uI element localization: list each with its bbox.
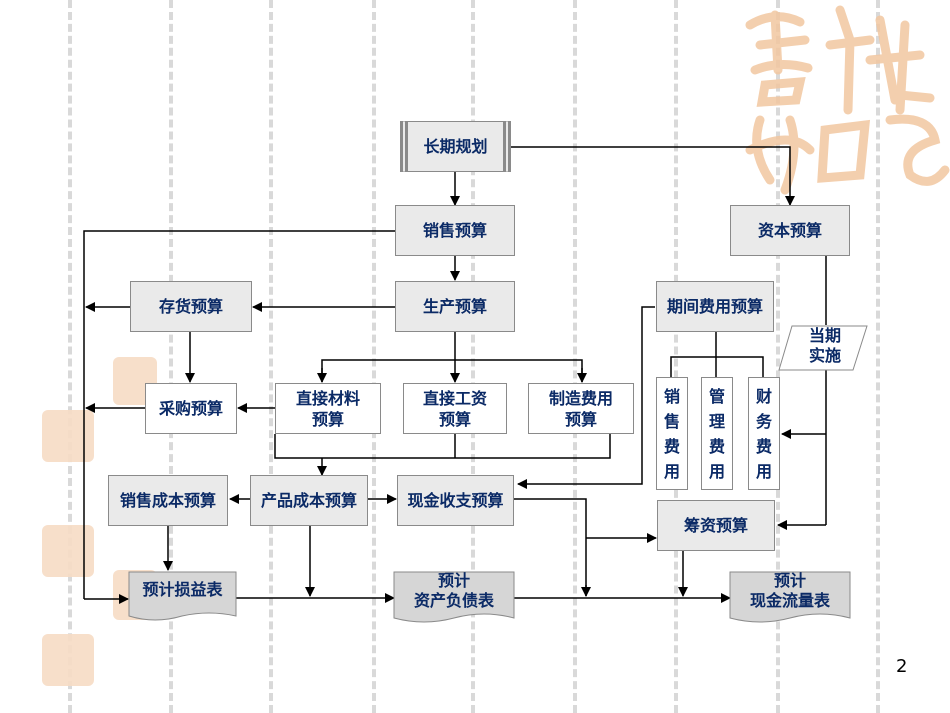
capital-budget-label: 资本预算	[757, 221, 822, 240]
financial-expense-char2: 务	[755, 412, 772, 431]
purchase-budget-label: 采购预算	[158, 399, 223, 418]
projected-balance-sheet-line1: 预计	[437, 571, 470, 590]
period-expense-budget-node: 期间费用预算	[656, 281, 774, 332]
current-period-implementation-label: 当期 实施	[785, 326, 865, 366]
admin-expense-char2: 理	[708, 412, 725, 431]
cost-of-sales-budget-label: 销售成本预算	[119, 491, 216, 510]
direct-labor-budget-node: 直接工资 预算	[403, 383, 507, 434]
product-cost-budget-node: 产品成本预算	[250, 475, 368, 526]
seal-stamp-5	[42, 634, 94, 686]
product-cost-budget-label: 产品成本预算	[260, 491, 357, 510]
projected-balance-sheet-line2: 资产负债表	[413, 591, 494, 610]
direct-material-budget-node: 直接材料 预算	[275, 383, 381, 434]
current-period-line1: 当期	[808, 326, 841, 345]
cash-budget-label: 现金收支预算	[407, 491, 504, 510]
financial-expense-node: 财 务 费 用	[748, 377, 780, 490]
seal-stamp-2	[42, 410, 94, 462]
capital-budget-node: 资本预算	[730, 205, 850, 256]
projected-cash-flow-statement-node: 预计 现金流量表	[730, 571, 850, 611]
admin-expense-char4: 用	[708, 462, 725, 481]
cash-budget-node: 现金收支预算	[397, 475, 514, 526]
projected-income-statement-label: 预计损益表	[142, 580, 223, 599]
manufacturing-overhead-budget-node: 制造费用 预算	[528, 383, 634, 434]
period-expense-budget-label: 期间费用预算	[666, 297, 763, 316]
current-period-implementation-shape	[778, 325, 868, 371]
sales-budget-label: 销售预算	[422, 221, 487, 240]
selling-expense-node: 销 售 费 用	[656, 377, 688, 490]
cost-of-sales-budget-node: 销售成本预算	[108, 475, 228, 526]
projected-cash-flow-line1: 预计	[773, 571, 806, 590]
direct-material-line2: 预算	[311, 409, 344, 429]
production-budget-node: 生产预算	[395, 281, 515, 332]
admin-expense-char3: 费	[708, 437, 725, 456]
selling-expense-char1: 销	[663, 387, 680, 406]
financing-budget-label: 筹资预算	[683, 516, 748, 535]
ji-xiang-ru-yi-seal-icon	[745, 5, 950, 195]
projected-cash-flow-line2: 现金流量表	[749, 591, 830, 610]
projected-balance-sheet-node: 预计 资产负债表	[394, 571, 514, 611]
direct-labor-line1: 直接工资	[422, 388, 487, 408]
seal-stamp-3	[42, 525, 94, 577]
page-number: 2	[896, 656, 908, 677]
direct-labor-line2: 预算	[438, 409, 471, 429]
sales-budget-node: 销售预算	[395, 205, 515, 256]
financial-expense-char4: 用	[755, 462, 772, 481]
admin-expense-char1: 管	[708, 387, 725, 406]
projected-income-statement-node: 预计损益表	[129, 580, 236, 600]
long-term-plan-label: 长期规划	[423, 137, 488, 156]
production-budget-label: 生产预算	[422, 297, 487, 316]
financial-expense-char3: 费	[755, 437, 772, 456]
selling-expense-char2: 售	[663, 412, 680, 431]
manufacturing-overhead-line1: 制造费用	[548, 388, 613, 408]
inventory-budget-node: 存货预算	[130, 281, 252, 332]
current-period-line2: 实施	[808, 346, 841, 365]
purchase-budget-node: 采购预算	[145, 383, 237, 434]
inventory-budget-label: 存货预算	[158, 297, 223, 316]
selling-expense-char4: 用	[663, 462, 680, 481]
selling-expense-char3: 费	[663, 437, 680, 456]
admin-expense-node: 管 理 费 用	[701, 377, 733, 490]
direct-material-line1: 直接材料	[295, 388, 360, 408]
long-term-plan-node: 长期规划	[400, 121, 511, 172]
financial-expense-char1: 财	[755, 387, 772, 406]
manufacturing-overhead-line2: 预算	[564, 409, 597, 429]
financing-budget-node: 筹资预算	[657, 500, 775, 551]
